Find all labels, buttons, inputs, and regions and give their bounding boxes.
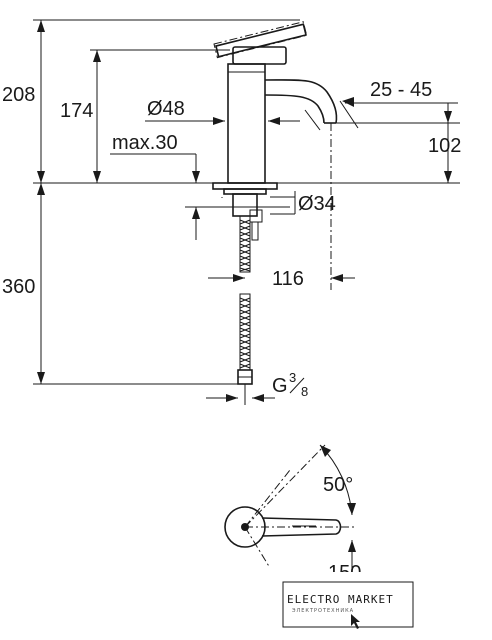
top-view	[224, 444, 356, 570]
label-102: 102	[428, 135, 461, 157]
label-body-diameter: Ø48	[147, 98, 185, 120]
label-connection-den: 8	[301, 384, 308, 399]
label-208: 208	[2, 84, 35, 106]
dimension-360	[33, 183, 248, 385]
label-connection-num: 3	[289, 370, 296, 385]
watermark-title: ELECTRO MARKET	[287, 593, 394, 606]
dimension-208	[33, 19, 300, 183]
mounting-assembly	[190, 182, 290, 241]
electro-market-watermark: ELECTRO MARKET ЭЛЕКТРОТЕХНИКА	[275, 572, 425, 630]
label-174: 174	[60, 100, 93, 122]
label-116: 116	[272, 268, 304, 290]
label-swivel: 25 - 45	[370, 79, 432, 101]
watermark-subtitle: ЭЛЕКТРОТЕХНИКА	[292, 608, 354, 614]
dimension-swivel	[342, 97, 458, 107]
label-hole-diameter: Ø34	[298, 193, 336, 215]
label-max-deck: max.30	[112, 132, 178, 154]
hose-lower	[237, 293, 253, 405]
dimension-102	[330, 103, 460, 183]
dimension-body-diameter	[145, 117, 300, 125]
dimension-174	[90, 49, 230, 183]
dimension-max-deck	[110, 153, 225, 240]
label-360: 360	[2, 276, 35, 298]
fraction-slash	[289, 377, 305, 394]
cursor-icon	[351, 614, 360, 629]
hose-upper	[239, 215, 251, 273]
label-lever-angle: 50°	[323, 474, 353, 496]
faucet-body	[213, 21, 359, 184]
dimension-connection	[206, 394, 275, 402]
dimension-hole-diameter	[221, 191, 296, 215]
dimension-116	[208, 123, 355, 290]
label-connection-g: G	[272, 375, 288, 397]
